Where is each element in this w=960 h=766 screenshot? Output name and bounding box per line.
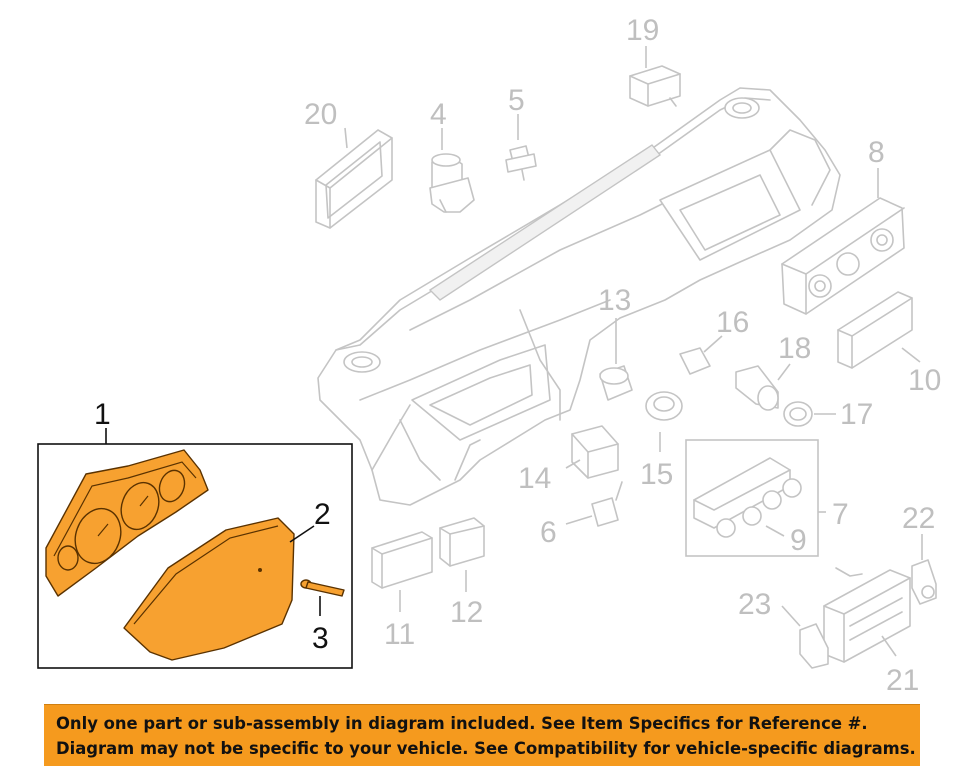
part-17-cap [783, 401, 813, 427]
part-4-switch [429, 153, 475, 213]
callout-13: 13 [598, 284, 631, 317]
parts-diagram: 1 2 3 4 5 6 7 8 9 10 11 12 13 14 15 16 1… [37, 14, 941, 697]
callout-9: 9 [790, 524, 807, 557]
part-3-screw [300, 579, 345, 597]
callout-1: 1 [94, 398, 111, 431]
part-7-control-group [685, 439, 819, 557]
callout-2: 2 [314, 498, 331, 531]
part-2-cluster-lens [123, 517, 295, 661]
part-10-switch-panel [837, 291, 913, 369]
part-22-module [911, 559, 937, 605]
callout-16: 16 [716, 306, 749, 339]
part-12-switch [439, 517, 485, 567]
part-5-connector [505, 145, 537, 181]
highlight-box [37, 443, 353, 669]
callout-8: 8 [868, 136, 885, 169]
part-13-round-switch [599, 365, 633, 401]
callout-14: 14 [518, 462, 551, 495]
part-8-climate-panel [781, 197, 905, 315]
callout-12: 12 [450, 596, 483, 629]
callout-3: 3 [312, 622, 329, 655]
callout-23: 23 [738, 588, 771, 621]
callout-22: 22 [902, 502, 935, 535]
callout-4: 4 [430, 98, 447, 131]
callout-20: 20 [304, 98, 337, 131]
callout-18: 18 [778, 332, 811, 365]
callout-6: 6 [540, 516, 557, 549]
callout-5: 5 [508, 84, 525, 117]
disclaimer-line-2: Diagram may not be specific to your vehi… [56, 739, 916, 758]
callout-7: 7 [832, 498, 849, 531]
part-21-climate-control [823, 567, 911, 663]
callout-10: 10 [908, 364, 941, 397]
part-19-module [629, 65, 681, 107]
part-18-socket [735, 365, 779, 411]
dashboard-panel [317, 87, 841, 506]
callout-15: 15 [640, 458, 673, 491]
disclaimer-line-1: Only one part or sub-assembly in diagram… [56, 714, 868, 733]
part-20-display [315, 129, 393, 229]
part-15-knob [645, 391, 683, 421]
callout-21: 21 [886, 664, 919, 697]
callout-17: 17 [840, 398, 873, 431]
callout-19: 19 [626, 14, 659, 47]
part-14-switch-block [571, 425, 619, 479]
part-23-knob-block [799, 623, 829, 669]
part-11-switch [371, 531, 433, 589]
part-1-instrument-cluster [45, 449, 209, 597]
part-16-switch [679, 347, 711, 375]
part-6-switch [591, 481, 623, 527]
callout-11: 11 [384, 618, 415, 651]
disclaimer-banner: Only one part or sub-assembly in diagram… [44, 704, 920, 766]
